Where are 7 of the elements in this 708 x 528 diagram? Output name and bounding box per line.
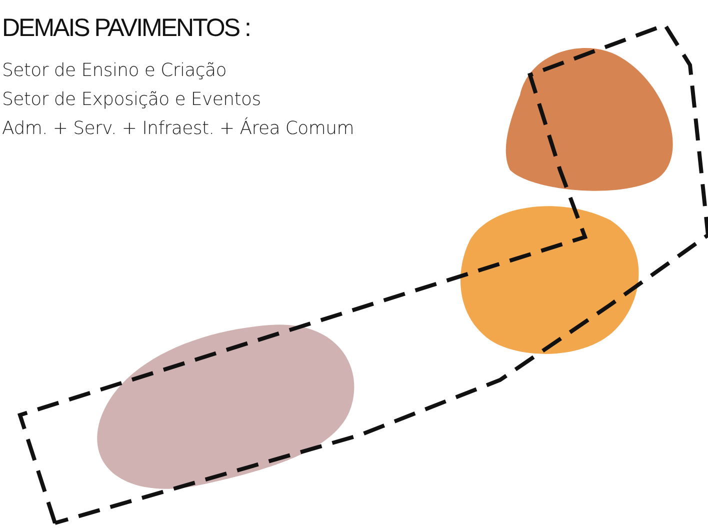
zone-label: Setor de Ensino e Criação — [2, 60, 226, 81]
zone-label: Adm. + Serv. + Infraest. + Área Comum — [2, 118, 354, 139]
zone-blob — [506, 48, 673, 191]
zone-blob — [460, 206, 639, 354]
zone-blob — [97, 324, 354, 489]
title: DEMAIS PAVIMENTOS : — [2, 14, 250, 43]
zone-label: Setor de Exposição e Eventos — [2, 89, 261, 110]
